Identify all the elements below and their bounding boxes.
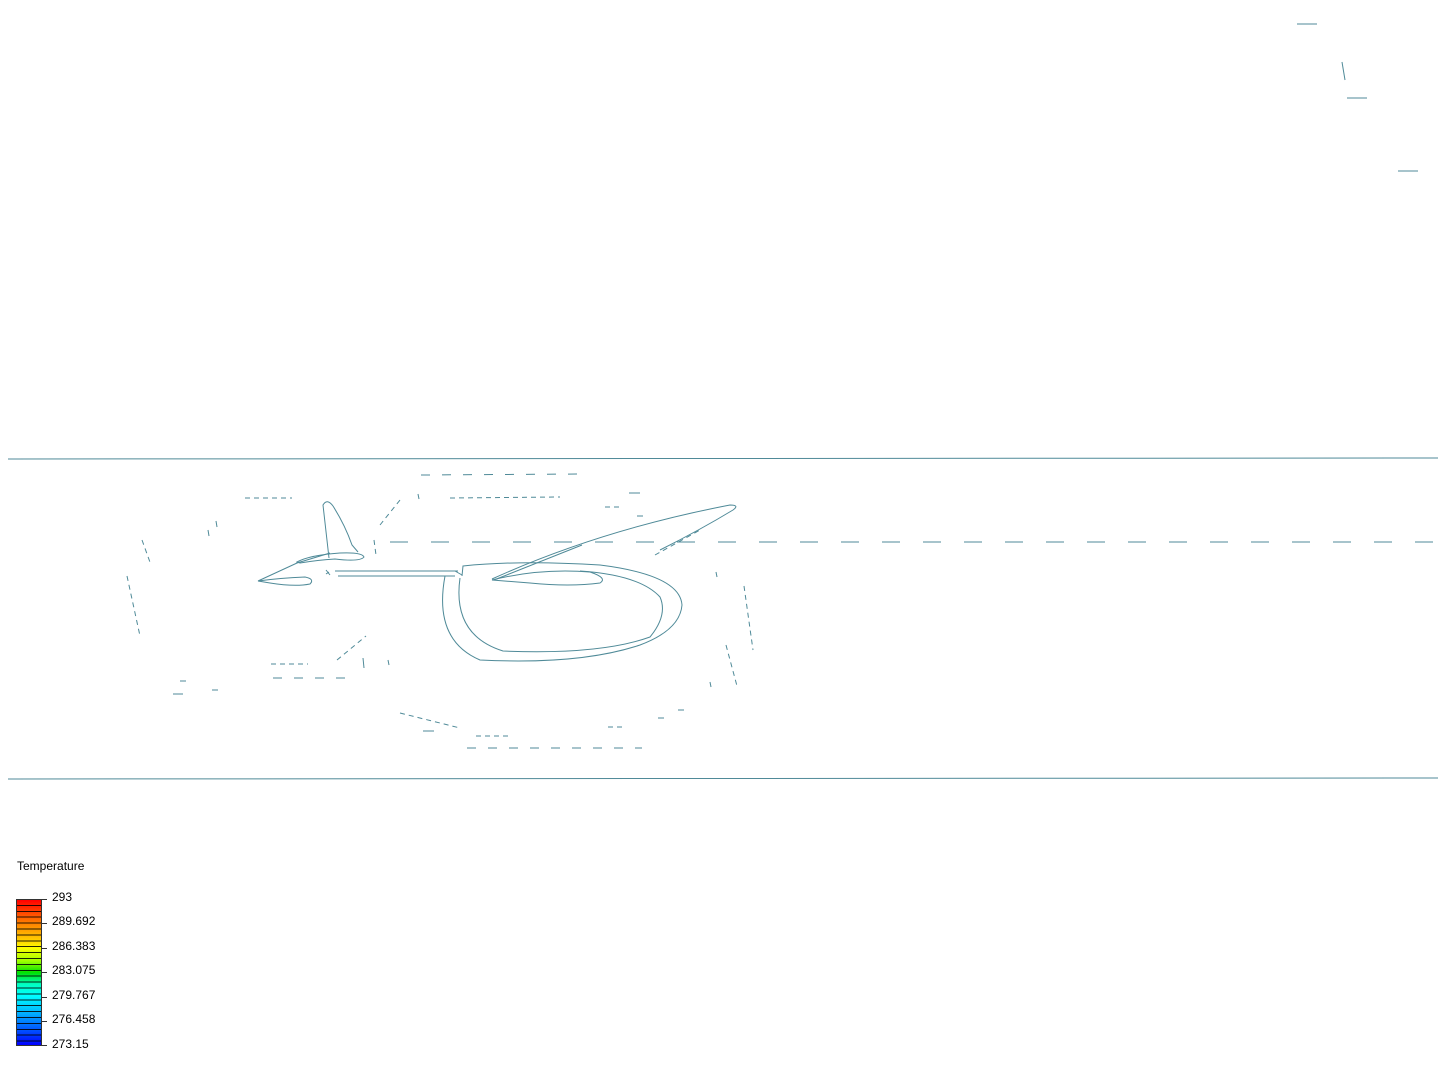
dashed-contour-fragments — [273, 473, 642, 749]
short-marks — [173, 492, 718, 732]
legend-tick — [42, 923, 47, 924]
vortex-loop-outer — [442, 562, 683, 662]
domain-boundary-bottom — [7, 777, 1439, 780]
legend-label: 283.075 — [52, 963, 96, 977]
legend-title: Temperature — [17, 859, 85, 873]
legend-tick — [42, 997, 47, 998]
legend-tick — [42, 972, 47, 973]
axis-marks-top-right — [1297, 23, 1418, 172]
colorbar — [16, 899, 42, 1046]
wing-root-airfoil — [491, 570, 603, 586]
legend-label-min: 273.15 — [52, 1037, 89, 1051]
domain-boundary-top — [7, 457, 1439, 460]
legend-label: 279.767 — [52, 988, 96, 1002]
aircraft-outline — [257, 501, 737, 662]
legend-tick — [42, 899, 47, 900]
legend-label: 276.458 — [52, 1012, 96, 1026]
vortex-loop-inner — [458, 570, 663, 653]
dotted-contour-fragments — [126, 496, 754, 737]
tail-plane — [257, 552, 331, 586]
legend-label-max: 293 — [52, 890, 73, 904]
wing-upper — [491, 504, 737, 580]
legend-tick — [42, 948, 47, 949]
fuselage-boom — [335, 570, 463, 577]
horizontal-tail — [295, 552, 365, 564]
vertical-tail — [322, 501, 359, 559]
legend-tick — [42, 1045, 47, 1046]
legend-label: 286.383 — [52, 939, 96, 953]
legend-tick — [42, 1021, 47, 1022]
legend-label: 289.692 — [52, 914, 96, 928]
